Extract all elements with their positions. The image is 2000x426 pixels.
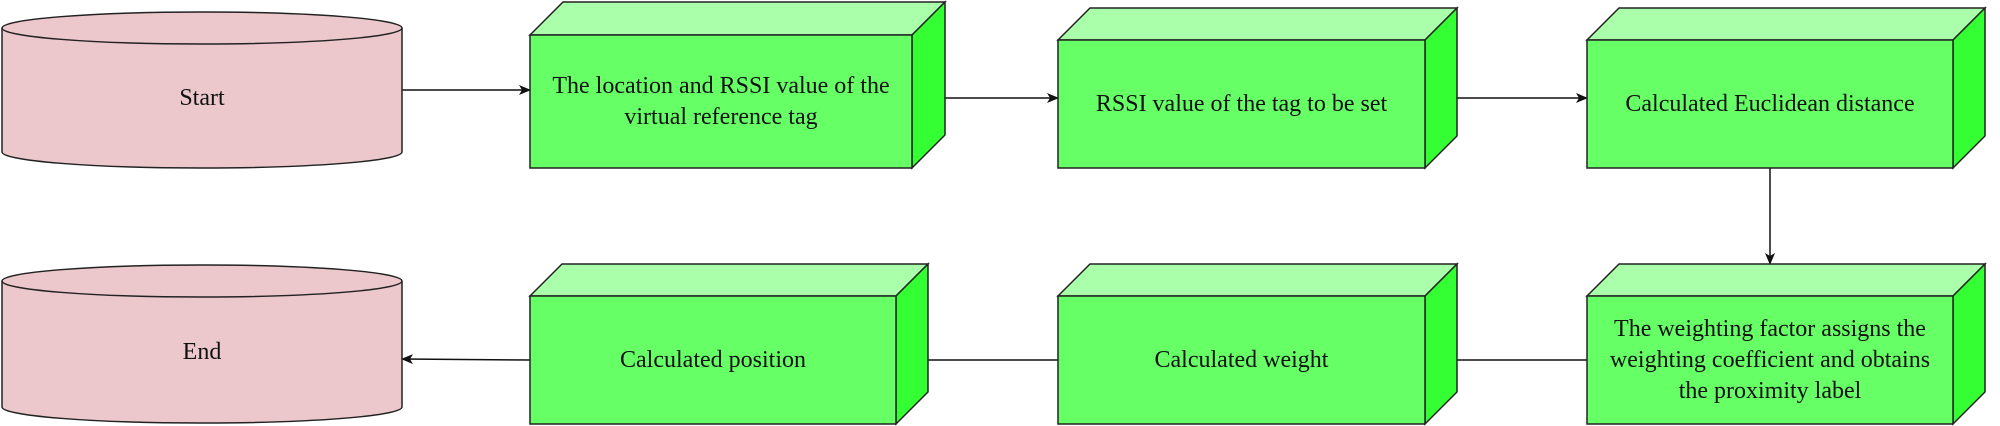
node-label-n4: The weighting factor assigns the weighti… <box>1609 315 1931 404</box>
node-start <box>1 11 403 169</box>
node-n3 <box>1585 6 1987 170</box>
box-top-face <box>528 1 947 36</box>
node-n1 <box>528 0 947 170</box>
box-top-face <box>528 263 930 297</box>
node-n4 <box>1585 262 1987 426</box>
node-label-start: Start <box>179 84 225 111</box>
node-label-n5: Calculated weight <box>1154 346 1329 373</box>
node-label-end: End <box>182 338 222 365</box>
box-top-face <box>1056 263 1459 297</box>
node-n6 <box>528 262 930 426</box>
box-front-face <box>529 34 913 169</box>
box-front-face <box>1057 295 1426 425</box>
node-label-n6: Calculated position <box>620 346 806 373</box>
box-front-face <box>1057 39 1426 169</box>
cylinder-body <box>1 264 403 424</box>
box-top-face <box>1585 263 1987 297</box>
cylinder-body <box>1 11 403 169</box>
cylinder-rim <box>1 27 403 45</box>
box-front-face <box>529 295 897 425</box>
node-n2 <box>1056 6 1459 170</box>
box-top-face <box>1585 7 1987 41</box>
box-top-face <box>1056 7 1459 41</box>
edge-n6-to-end <box>401 354 531 365</box>
node-label-n2: RSSI value of the tag to be set <box>1095 90 1388 117</box>
node-end <box>1 264 403 424</box>
box-front-face <box>1586 39 1954 169</box>
node-label-n3: Calculated Euclidean distance <box>1625 90 1915 117</box>
cylinder-rim <box>1 280 403 298</box>
node-n5 <box>1056 262 1459 426</box>
box-front-face <box>1586 295 1954 425</box>
node-label-n1: The location and RSSI value of the virtu… <box>552 72 890 130</box>
